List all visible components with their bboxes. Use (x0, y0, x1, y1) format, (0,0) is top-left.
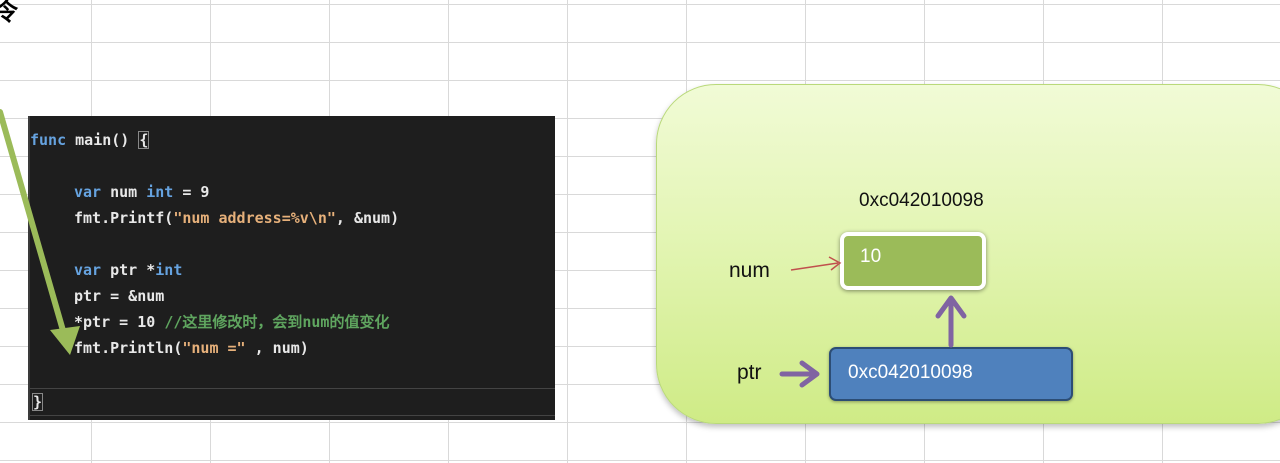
code-main-signature: main() (66, 131, 139, 149)
code-line-5: ptr = &num (74, 287, 165, 305)
code-type-int-ptr: int (155, 261, 183, 279)
num-var-label: num (729, 259, 770, 282)
code-type-int: int (146, 183, 174, 201)
code-line-3: fmt.Printf("num address=%v\n", &num) (74, 206, 399, 230)
code-line-1: func main() { (30, 128, 150, 152)
code-keyword-var-ptr: var (74, 261, 102, 279)
code-panel: func main() { var num int = 9 fmt.Printf… (28, 116, 555, 420)
ptr-value-box: 0xc042010098 (829, 347, 1073, 401)
code-var-name: num (101, 183, 147, 201)
code-printf-string: "num address=%v\n" (173, 209, 336, 227)
code-comment: //这里修改时，会到num的值变化 (164, 313, 390, 331)
code-close-brace: } (32, 393, 44, 411)
code-println-call: fmt.Println( (74, 339, 183, 357)
code-println-string: "num =" (182, 339, 246, 357)
code-printf-args: , &num) (335, 209, 400, 227)
code-assign: = 9 (173, 183, 210, 201)
code-printf-call: fmt.Printf( (74, 209, 174, 227)
code-line-6: *ptr = 10 //这里修改时，会到num的值变化 (74, 310, 389, 334)
code-keyword-var: var (74, 183, 102, 201)
code-open-brace: { (138, 131, 150, 149)
code-println-args: , num) (245, 339, 309, 357)
code-line-2: var num int = 9 (74, 180, 209, 204)
code-keyword-func: func (30, 131, 67, 149)
code-ptr-decl: ptr * (101, 261, 156, 279)
current-line-highlight (30, 388, 555, 416)
ptr-var-label: ptr (737, 361, 762, 384)
corner-glyph: 令 (0, 0, 18, 26)
num-address-label: 0xc042010098 (859, 190, 984, 211)
code-line-8: } (32, 390, 44, 414)
code-line-4: var ptr *int (74, 258, 182, 282)
num-value-box: 10 (840, 232, 986, 290)
code-line-7: fmt.Println("num =" , num) (74, 336, 309, 360)
code-deref-assign: *ptr = 10 (74, 313, 165, 331)
